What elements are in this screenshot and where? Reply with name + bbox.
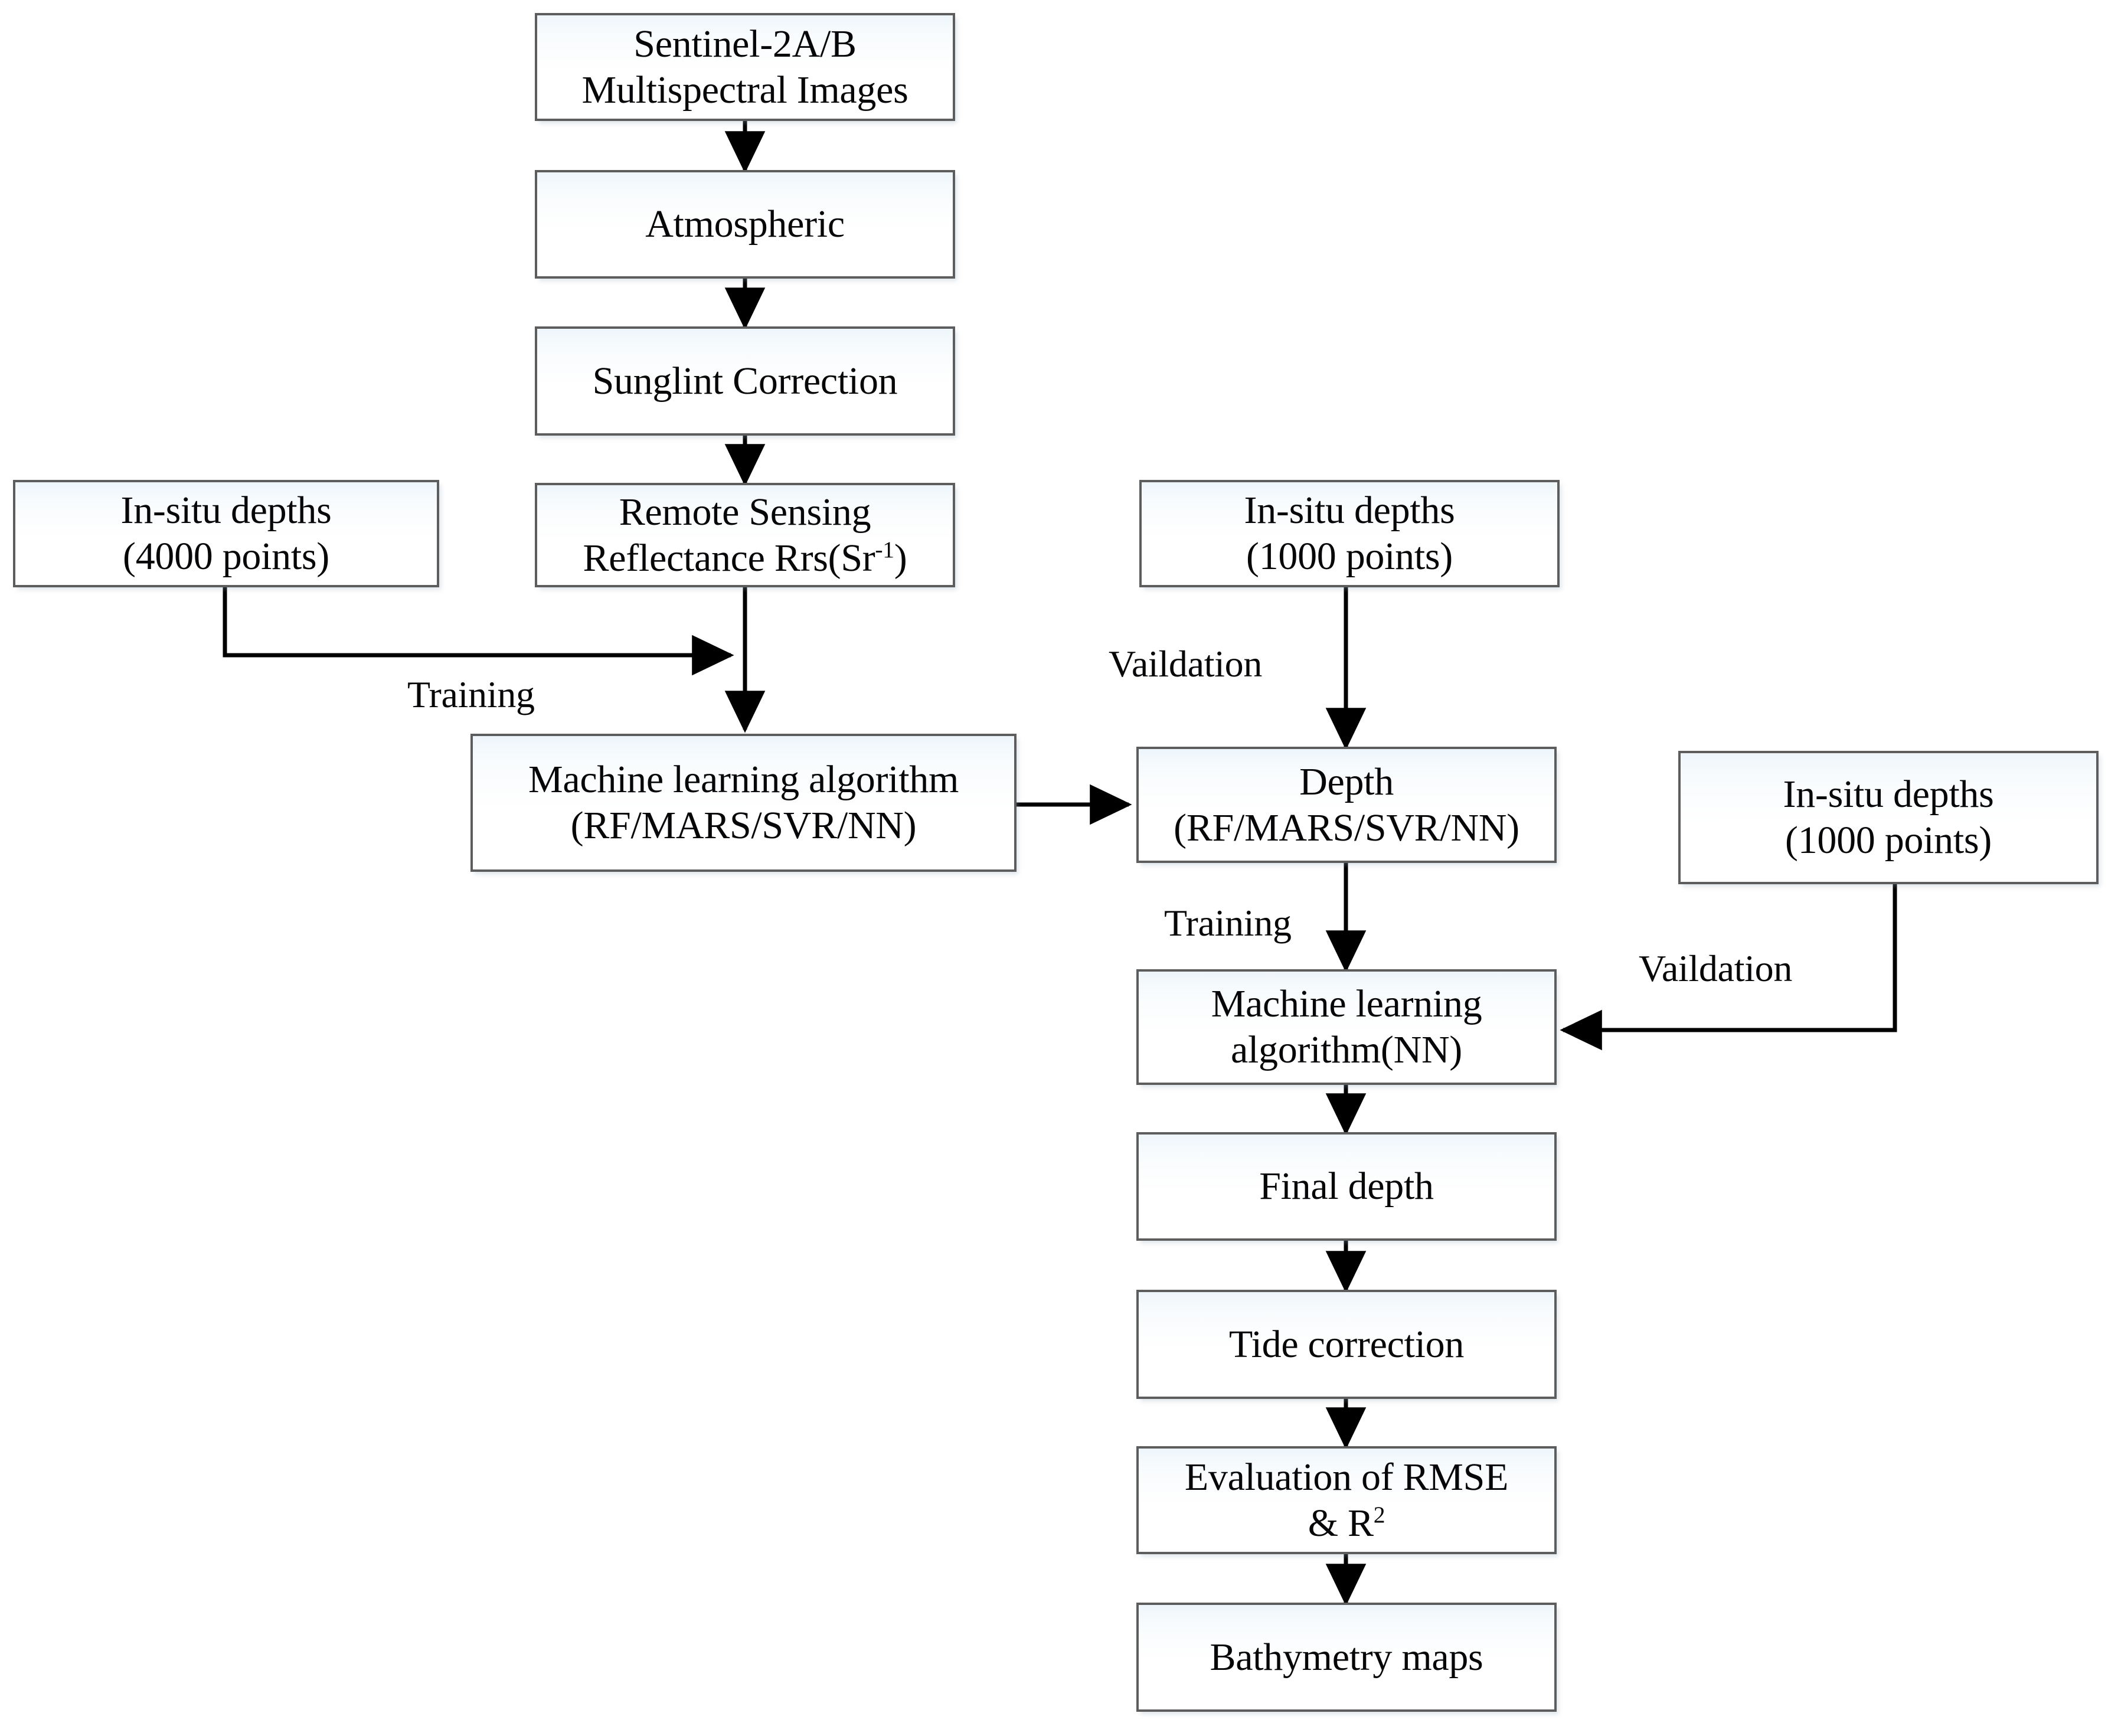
node-sentinel-line2: Multispectral Images [581, 68, 908, 112]
node-tide-correction-label: Tide correction [1228, 1322, 1465, 1366]
node-rrs-line2: Reflectance Rrs(Sr-1) [542, 535, 948, 581]
node-evaluation-line2: & R2 [1143, 1500, 1550, 1547]
edge-label-vaildation-right: Vaildation [1639, 947, 1793, 989]
node-insitu-depths-1000-top[interactable]: In-situ depths (1000 points) [1139, 480, 1560, 587]
node-ml-algorithm-line2: (RF/MARS/SVR/NN) [570, 804, 917, 847]
node-rrs-line2-post: ) [894, 536, 907, 580]
node-rrs-superscript: -1 [875, 536, 894, 563]
edge-label-vaildation-top: Vaildation [1109, 643, 1263, 685]
edge-label-training-mid: Training [1164, 902, 1292, 944]
node-evaluation-rmse-r2[interactable]: Evaluation of RMSE & R2 [1136, 1446, 1557, 1554]
node-evaluation-line1: Evaluation of RMSE [1184, 1455, 1509, 1499]
node-insitu4000-line1: In-situ depths [120, 489, 332, 532]
node-final-depth[interactable]: Final depth [1136, 1132, 1557, 1241]
node-sentinel-images[interactable]: Sentinel-2A/B Multispectral Images [535, 13, 955, 121]
node-sentinel-line1: Sentinel-2A/B [633, 22, 857, 66]
node-bathymetry-label: Bathymetry maps [1210, 1635, 1483, 1679]
node-evaluation-line2-pre: & R [1308, 1501, 1374, 1545]
node-machine-learning-algorithm-nn[interactable]: Machine learning algorithm(NN) [1136, 969, 1557, 1085]
node-insitu1000right-line1: In-situ depths [1783, 773, 1994, 816]
node-machine-learning-algorithm[interactable]: Machine learning algorithm (RF/MARS/SVR/… [470, 734, 1017, 872]
node-insitu-depths-4000[interactable]: In-situ depths (4000 points) [13, 480, 439, 587]
node-depth-line2: (RF/MARS/SVR/NN) [1174, 806, 1519, 849]
node-remote-sensing-reflectance[interactable]: Remote Sensing Reflectance Rrs(Sr-1) [535, 483, 955, 587]
node-insitu4000-line2: (4000 points) [123, 535, 329, 578]
node-insitu1000top-line2: (1000 points) [1246, 535, 1453, 578]
node-ml-nn-line2: algorithm(NN) [1230, 1028, 1462, 1071]
node-final-depth-label: Final depth [1259, 1165, 1434, 1208]
node-depth-line1: Depth [1299, 760, 1394, 803]
node-rrs-line1: Remote Sensing [619, 490, 871, 534]
node-sunglint-label: Sunglint Correction [592, 359, 898, 403]
node-ml-algorithm-line1: Machine learning algorithm [528, 758, 959, 802]
node-insitu-depths-1000-right[interactable]: In-situ depths (1000 points) [1678, 751, 2099, 884]
edge-label-training-left: Training [407, 674, 535, 715]
node-rrs-line2-pre: Reflectance Rrs(Sr [583, 536, 875, 580]
node-bathymetry-maps[interactable]: Bathymetry maps [1136, 1603, 1557, 1712]
node-depth[interactable]: Depth (RF/MARS/SVR/NN) [1136, 747, 1557, 863]
node-atmospheric[interactable]: Atmospheric [535, 170, 955, 279]
connector-insitu4000-training [223, 587, 734, 676]
node-tide-correction[interactable]: Tide correction [1136, 1290, 1557, 1399]
node-evaluation-superscript: 2 [1373, 1501, 1385, 1528]
node-sunglint-correction[interactable]: Sunglint Correction [535, 326, 955, 436]
node-atmospheric-label: Atmospheric [645, 202, 845, 246]
node-insitu1000right-line2: (1000 points) [1785, 819, 1992, 862]
node-ml-nn-line1: Machine learning [1211, 982, 1482, 1026]
node-insitu1000top-line1: In-situ depths [1244, 489, 1455, 532]
